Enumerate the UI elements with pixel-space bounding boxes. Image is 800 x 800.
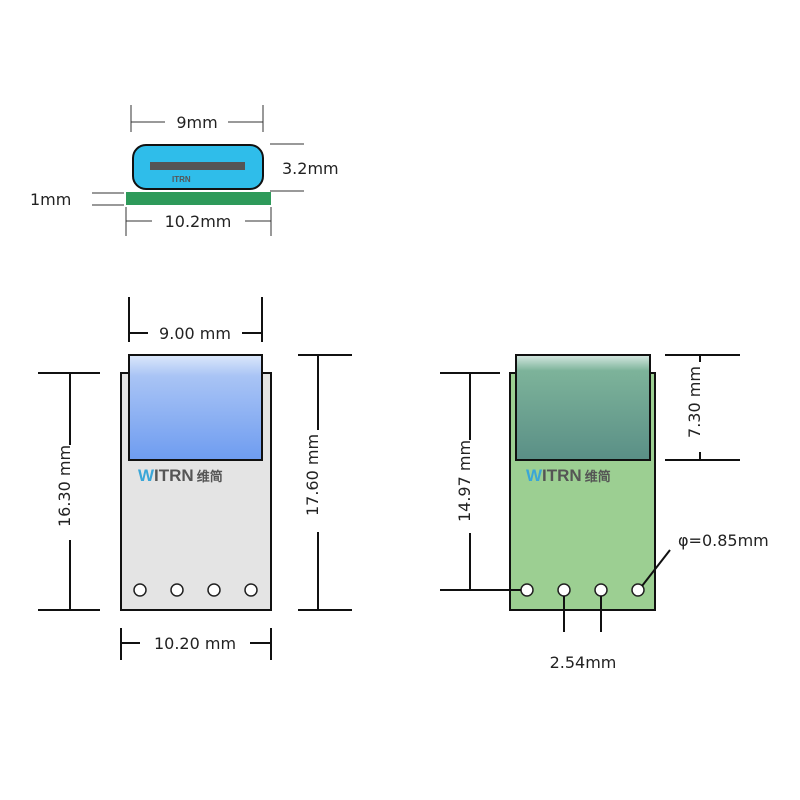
- board-width-label: 10.20 mm: [154, 634, 236, 653]
- dim-total-height: 17.60 mm: [298, 354, 352, 611]
- pcb-width-label: 10.2mm: [165, 212, 232, 231]
- dim-hole-diameter: φ=0.85mm: [641, 531, 769, 587]
- screen-height-label: 7.30 mm: [685, 366, 704, 438]
- hole-diameter-label: φ=0.85mm: [678, 531, 769, 550]
- connector-height-label: 3.2mm: [282, 159, 339, 178]
- pin-pitch-label: 2.54mm: [550, 653, 617, 672]
- dim-screen-height: 7.30 mm: [665, 354, 740, 461]
- dim-connector-width: 9mm: [130, 105, 264, 132]
- pin-height-label: 14.97 mm: [455, 440, 474, 522]
- connector-logo: ITRN: [172, 175, 191, 184]
- total-height-label: 17.60 mm: [303, 434, 322, 516]
- dim-pcb-thickness: 1mm: [30, 190, 124, 209]
- screen-width-label: 9.00 mm: [159, 324, 231, 343]
- front-screen: [128, 354, 263, 461]
- back-screen: [515, 354, 651, 461]
- connector-width-label: 9mm: [176, 113, 217, 132]
- dim-board-width: 10.20 mm: [120, 628, 272, 660]
- board-height-label: 16.30 mm: [55, 445, 74, 527]
- dim-pcb-width: 10.2mm: [125, 207, 272, 236]
- dim-board-height: 16.30 mm: [38, 372, 100, 611]
- top-view: 9mm ITRN 3.2mm 1mm 10.2mm: [30, 105, 339, 236]
- pcb-thickness-label: 1mm: [30, 190, 71, 209]
- connector-slot: [150, 162, 245, 170]
- front-pin-holes: [133, 583, 258, 597]
- dim-connector-height: 3.2mm: [270, 143, 339, 192]
- pcb-edge: [126, 192, 271, 205]
- dim-pin-height: 14.97 mm: [440, 372, 521, 591]
- dim-pin-pitch: 2.54mm: [550, 596, 617, 672]
- dim-screen-width: 9.00 mm: [128, 297, 263, 343]
